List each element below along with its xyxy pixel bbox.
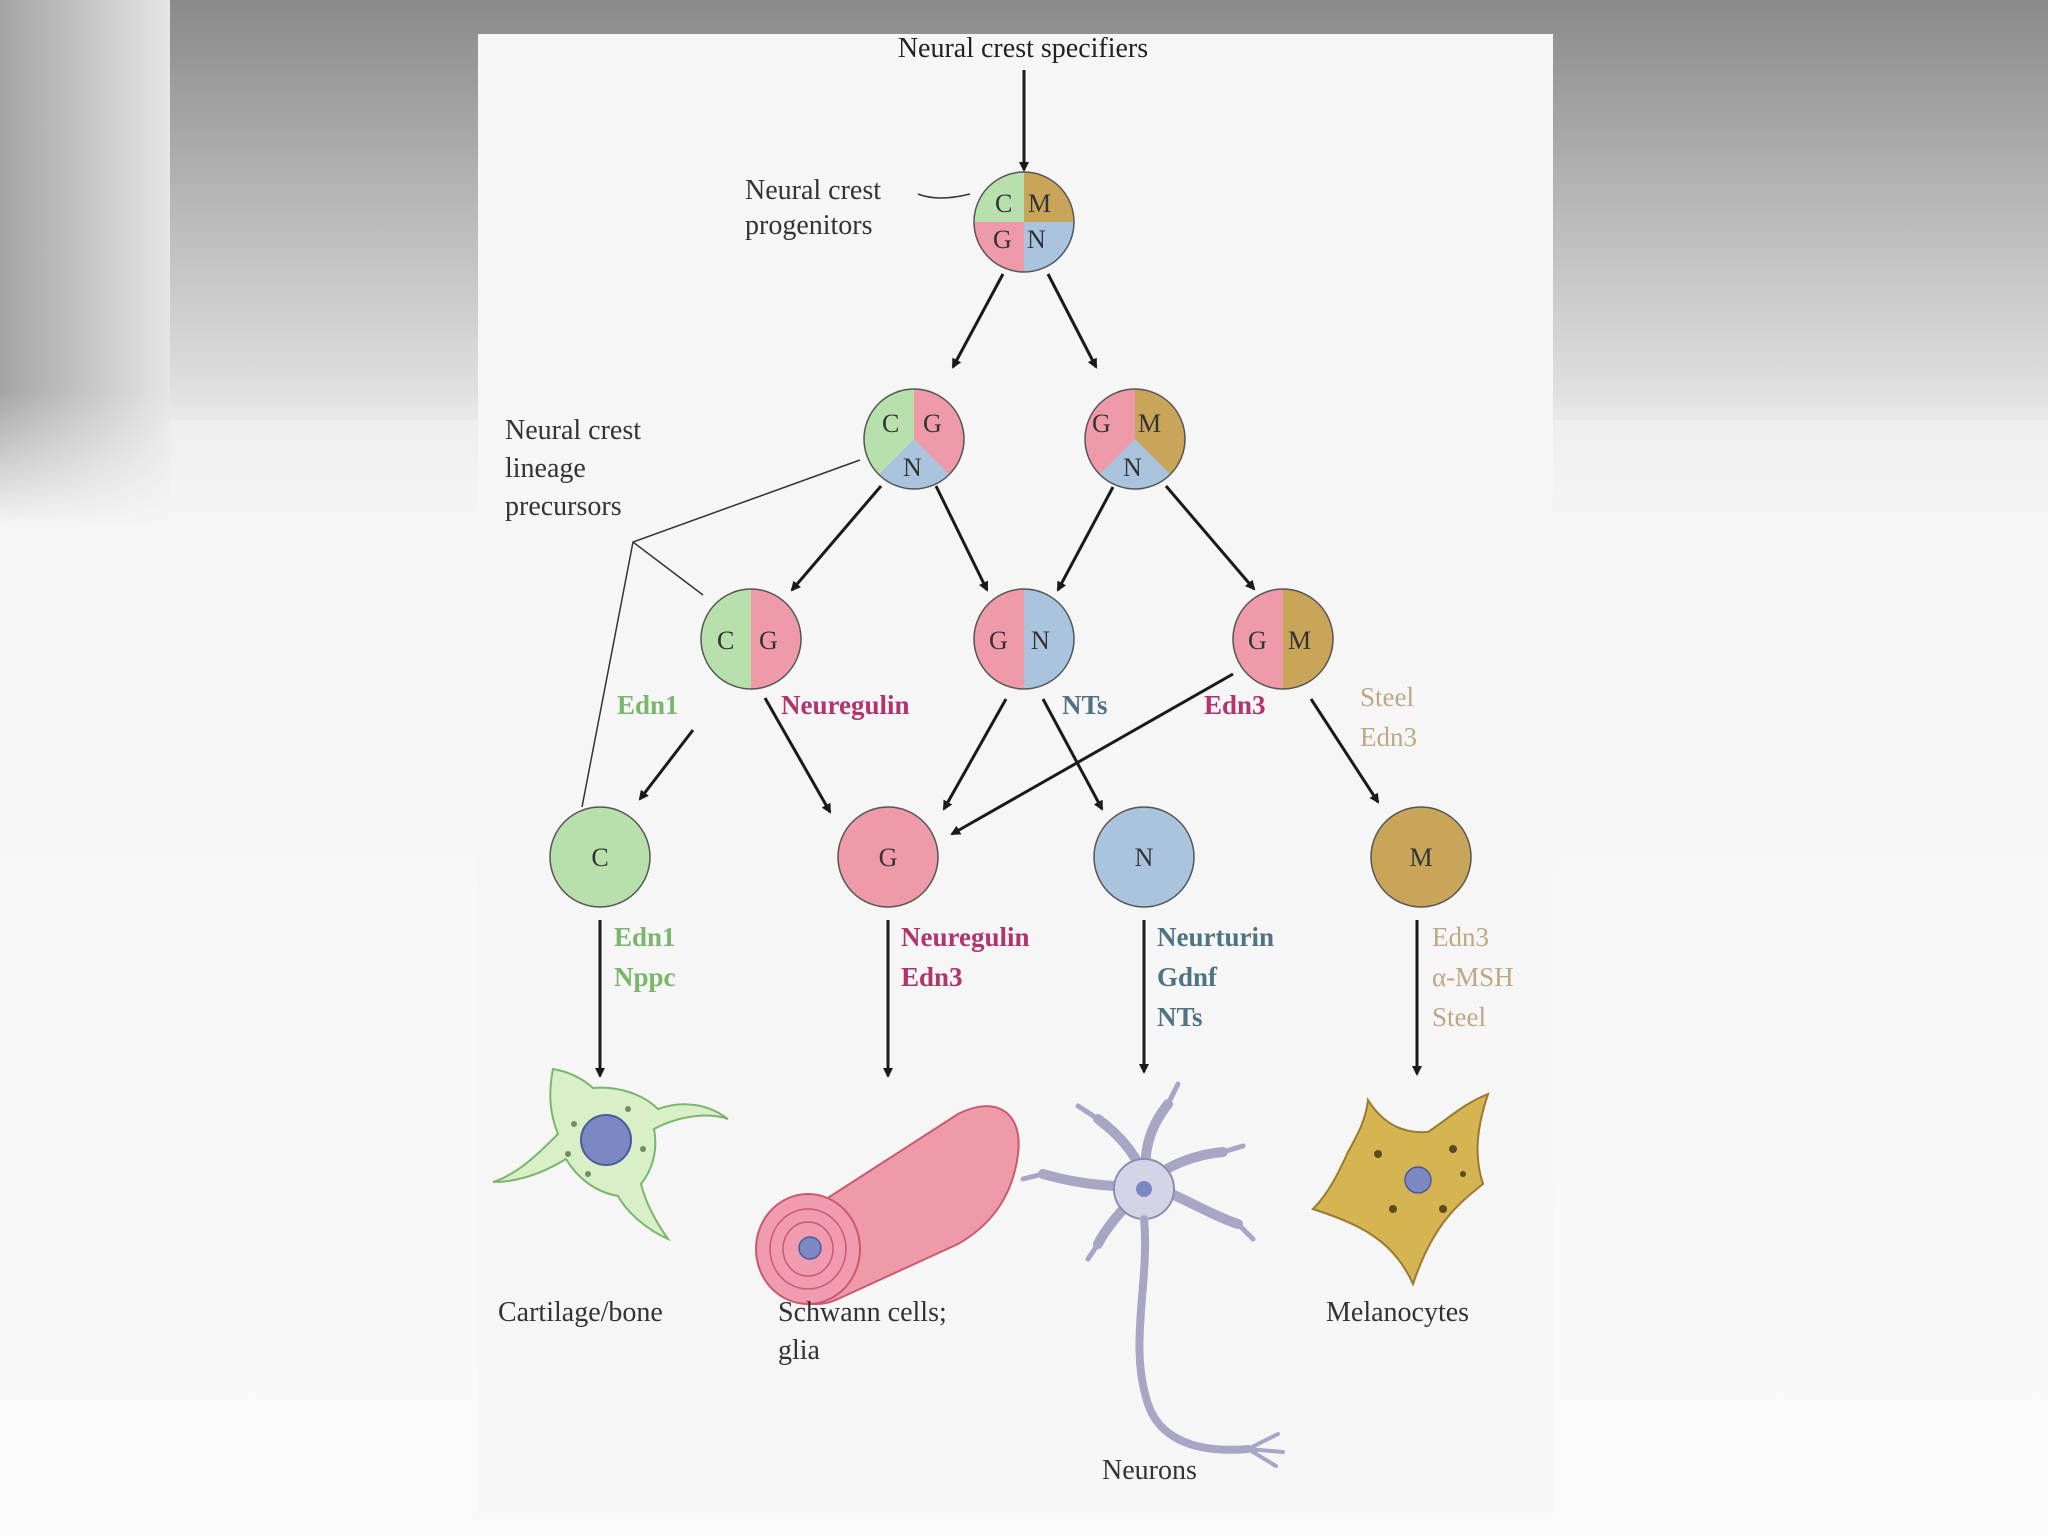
arrow-progenitor-to-cgn [951,273,1005,369]
precursor-label-line1: Neural crest [505,415,641,446]
final-signal-c-2: Nppc [614,962,676,992]
final-signal-n-2: Gdnf [1157,962,1218,992]
precursor-leader-branch [632,541,704,596]
precursor-label-line2: lineage [505,453,586,484]
signal-steel-edn3: Edn3 [1360,722,1417,752]
arrow-gmn-to-gn [1056,486,1115,592]
cell-type-melanocytes: Melanocytes [1326,1297,1469,1328]
cell-type-schwann-line1: Schwann cells; [778,1297,947,1328]
cell-type-cartilage: Cartilage/bone [498,1297,663,1328]
progenitor-letter-n: N [1027,225,1046,254]
gm-precursor-cell: G M [1232,588,1334,690]
cg-letter-c: C [717,626,734,655]
melanocyte-illustration [1311,1092,1490,1287]
gmn-letter-n: N [1123,453,1142,482]
final-signal-m-2: α-MSH [1432,962,1514,992]
committed-cell-c: C [549,806,651,908]
cartilage-cell-illustration [492,1067,729,1242]
final-signal-g-2: Edn3 [901,962,963,992]
arrow-progenitor-to-gmn [1046,273,1098,369]
cell-type-neurons: Neurons [1102,1455,1197,1486]
committed-letter-n: N [1135,843,1154,872]
committed-cell-m: M [1370,806,1472,908]
signal-edn3: Edn3 [1204,690,1266,720]
final-signal-c-1: Edn1 [614,922,676,952]
cgn-letter-c: C [882,409,899,438]
final-signal-m-1: Edn3 [1432,922,1489,952]
lineage-diagram: Neural crest specifiers C M G N Neural c… [492,34,1514,1486]
arrow-gn-to-g [942,698,1008,811]
precursor-label-line3: precursors [505,491,622,522]
cg-precursor-cell: C G [700,588,802,690]
final-signal-n-1: Neurturin [1157,922,1274,952]
committed-letter-m: M [1409,843,1432,872]
arrow-cg-to-g [763,697,832,814]
committed-cell-n: N [1093,806,1195,908]
committed-cell-g: G [837,806,939,908]
gm-letter-m: M [1288,626,1311,655]
signal-steel: Steel [1360,682,1414,712]
arrow-cgn-to-cg [790,485,883,592]
signal-nts: NTs [1062,690,1108,720]
progenitor-letter-c: C [995,189,1012,218]
progenitor-letter-g: G [993,225,1012,254]
cgn-letter-n: N [903,453,922,482]
arrow-gm-to-g [950,672,1234,836]
gmn-letter-g: G [1092,409,1111,438]
gn-precursor-cell: G N [973,588,1075,690]
arrow-cgn-to-gn [934,485,989,592]
arrow-gm-to-m [1309,698,1380,804]
gm-letter-g: G [1248,626,1267,655]
neuron-illustration [1020,1081,1285,1468]
signal-edn1: Edn1 [617,690,679,720]
committed-letter-g: G [879,843,898,872]
final-signal-g-1: Neuregulin [901,922,1030,952]
arrow-gn-to-n [1041,698,1104,811]
cg-letter-g: G [759,626,778,655]
gmn-precursor-cell: G M N [1084,388,1186,490]
final-signal-m-3: Steel [1432,1002,1486,1032]
schwann-cell-illustration [755,1105,1020,1305]
progenitor-label-leader [917,193,971,199]
arrow-cg-to-c [638,729,695,801]
signal-neuregulin: Neuregulin [781,690,910,720]
cgn-letter-g: G [923,409,942,438]
progenitor-cell: C M G N [973,171,1075,273]
gn-letter-g: G [989,626,1008,655]
cgn-precursor-cell: C G N [863,388,965,490]
progenitor-label-line1: Neural crest [745,175,881,206]
cell-type-schwann-line2: glia [778,1335,821,1366]
final-signal-n-3: NTs [1157,1002,1203,1032]
neural-crest-lineage-figure: Neural crest specifiers C M G N Neural c… [478,34,1553,1514]
progenitor-letter-m: M [1028,189,1051,218]
gn-letter-n: N [1031,626,1050,655]
committed-letter-c: C [591,843,608,872]
arrow-gmn-to-gm [1164,485,1256,591]
top-label: Neural crest specifiers [898,34,1148,64]
gmn-letter-m: M [1138,409,1161,438]
progenitor-label-line2: progenitors [745,210,873,241]
